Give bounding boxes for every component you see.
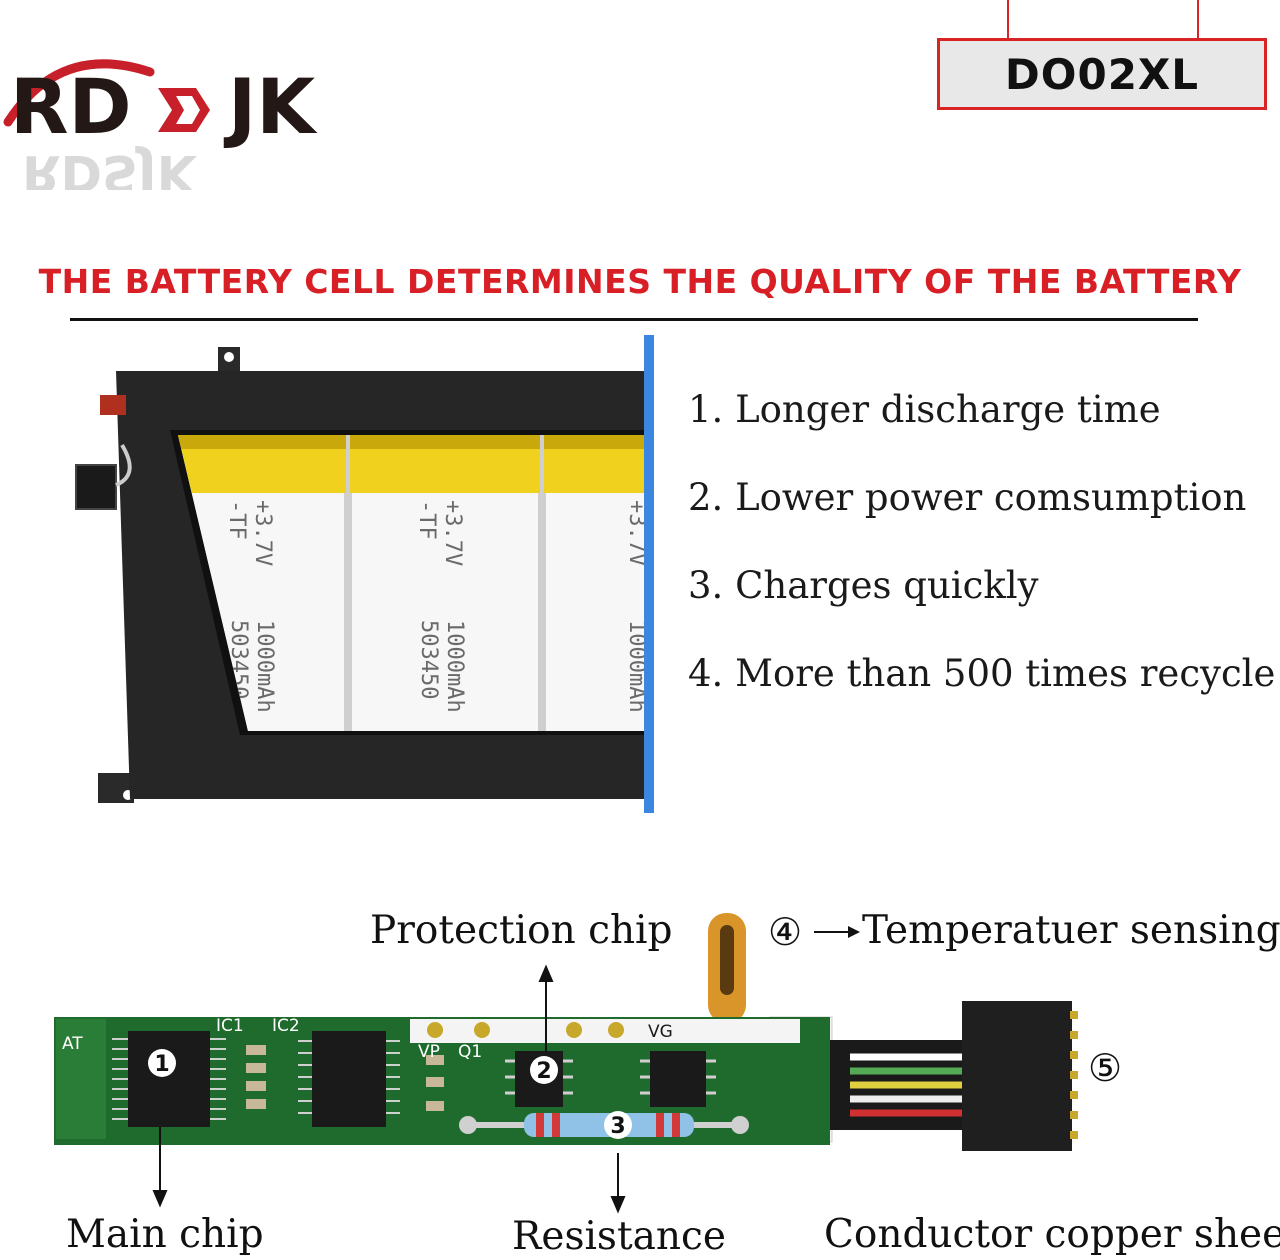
silk-ic2: IC2 <box>272 1016 300 1036</box>
svg-text:+3.7V: +3.7V <box>624 500 649 566</box>
svg-text:+3.7V: +3.7V <box>250 500 275 566</box>
feature-item: 3. Charges quickly <box>688 564 1039 607</box>
marker-3: 3 <box>610 1114 625 1139</box>
silk-vp: VP <box>418 1042 440 1062</box>
silk-ic1: IC1 <box>216 1016 244 1036</box>
silk-q1: Q1 <box>458 1042 482 1062</box>
marker-2: 2 <box>536 1059 551 1084</box>
feature-item: 4. More than 500 times recycle <box>688 652 1276 695</box>
feature-item: 1. Longer discharge time <box>688 388 1161 431</box>
protection-board-illustration: IC1 IC2 AT VP Q1 VG 1 2 3 <box>54 913 1078 1214</box>
marker-5: ⑤ <box>1088 1046 1123 1090</box>
model-number-tag: DO02XL <box>937 38 1267 110</box>
model-tag-line-right <box>1197 0 1199 40</box>
svg-text:RDSJK: RDSJK <box>22 144 198 190</box>
headline-divider <box>70 318 1198 321</box>
svg-text:-TF: -TF <box>414 500 439 540</box>
svg-text:-TF: -TF <box>224 500 249 540</box>
silk-at: AT <box>62 1034 83 1054</box>
svg-text:503450: 503450 <box>416 620 441 699</box>
arrow-right-icon <box>814 926 860 938</box>
marker-1: 1 <box>154 1052 169 1077</box>
model-tag-line-left <box>1007 0 1009 40</box>
feature-list: 1. Longer discharge time 2. Lower power … <box>688 388 1278 740</box>
brand-logo: RD JK RDSJK <box>3 59 318 190</box>
svg-text:1000mAh: 1000mAh <box>252 620 277 713</box>
feature-item: 2. Lower power comsumption <box>688 476 1247 519</box>
svg-text:RD: RD <box>10 62 132 151</box>
svg-text:1000mAh: 1000mAh <box>624 620 649 713</box>
silk-vg: VG <box>648 1022 673 1042</box>
label-conductor-copper-sheet: Conductor copper sheet <box>824 1212 1280 1257</box>
marker-4: ④ <box>768 910 803 954</box>
label-protection-chip: Protection chip <box>370 908 673 953</box>
svg-text:1000mAh: 1000mAh <box>442 620 467 713</box>
label-resistance: Resistance <box>512 1214 726 1259</box>
svg-text:+3.7V: +3.7V <box>440 500 465 566</box>
headline: THE BATTERY CELL DETERMINES THE QUALITY … <box>38 262 1242 301</box>
label-temperature-sensing: Temperatuer sensing <box>862 908 1280 953</box>
svg-text:JK: JK <box>223 62 318 151</box>
label-main-chip: Main chip <box>66 1212 264 1257</box>
